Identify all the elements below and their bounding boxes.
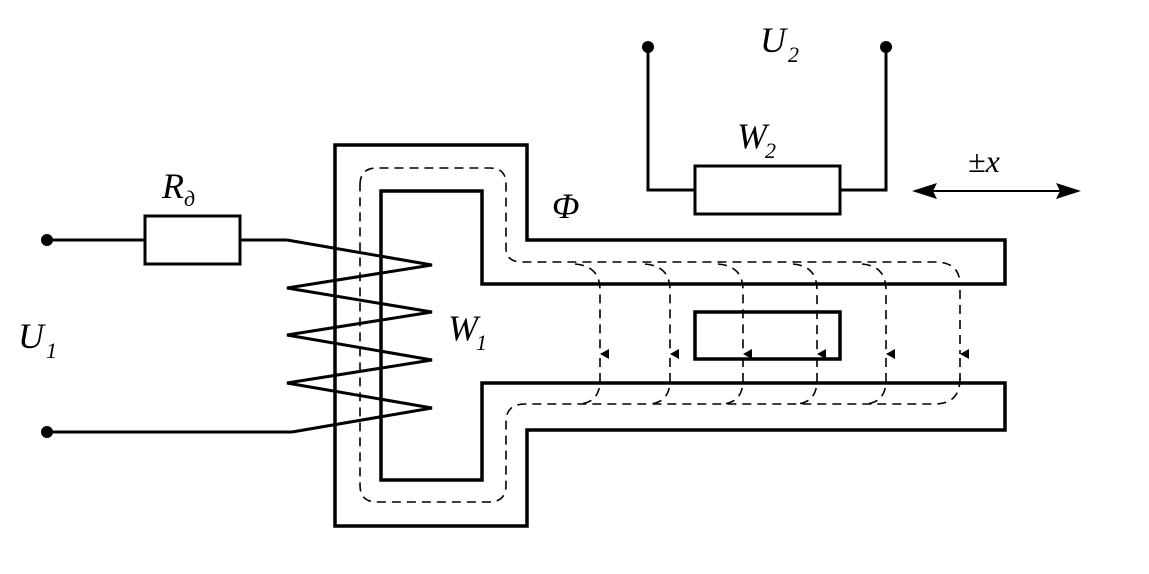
- terminal-u2-left: [642, 41, 654, 53]
- terminal-u1-top: [41, 234, 53, 246]
- airgap-flux-arrows: [574, 263, 969, 405]
- gap-flux-line: [796, 358, 818, 405]
- armature-plate: [693, 310, 842, 361]
- displacement-arrow: [912, 183, 1081, 199]
- label-u1-main: U: [18, 316, 46, 356]
- output-wire-right: [840, 47, 888, 192]
- arrow-right-head: [1056, 183, 1081, 199]
- resistor-rd: [143, 214, 242, 266]
- label-w2-main: W: [737, 116, 770, 156]
- label-u1-sub: 1: [46, 338, 57, 363]
- label-w2-sub: 2: [765, 138, 776, 163]
- label-w1-sub: 1: [476, 330, 487, 355]
- secondary-winding-w2: [693, 164, 842, 216]
- magnetic-core: [333, 143, 1007, 528]
- arrow-left-head: [912, 183, 937, 199]
- gap-flux-line: [717, 263, 752, 359]
- gap-flux-line: [579, 358, 601, 405]
- output-circuit: [642, 41, 892, 216]
- label-w2: W2: [737, 116, 776, 163]
- input-circuit: [41, 214, 292, 438]
- gap-flux-line: [649, 358, 671, 405]
- label-u2-main: U: [760, 20, 788, 60]
- label-rd: Rд: [161, 166, 195, 211]
- output-wire-left: [646, 47, 695, 192]
- terminal-u1-bottom: [41, 426, 53, 438]
- gap-flux-line: [722, 358, 744, 405]
- gap-flux-line: [574, 263, 609, 359]
- flux-path-lower: [359, 185, 961, 503]
- primary-winding: [286, 238, 433, 434]
- gap-flux-line: [865, 358, 887, 405]
- gap-flux-line: [861, 263, 895, 359]
- label-rd-main: R: [161, 166, 184, 206]
- gap-flux-line: [792, 263, 826, 359]
- label-u2: U2: [760, 20, 799, 67]
- label-flux: Φ: [552, 186, 579, 226]
- flux-path-outer: [359, 167, 961, 286]
- label-w1: W1: [448, 308, 487, 355]
- label-u1: U1: [18, 316, 57, 363]
- label-rd-sub: д: [184, 186, 195, 211]
- label-displacement: ±x: [968, 143, 1000, 179]
- label-w1-main: W: [448, 308, 481, 348]
- gap-flux-line: [644, 263, 679, 359]
- label-u2-sub: 2: [788, 42, 799, 67]
- terminal-u2-right: [880, 41, 892, 53]
